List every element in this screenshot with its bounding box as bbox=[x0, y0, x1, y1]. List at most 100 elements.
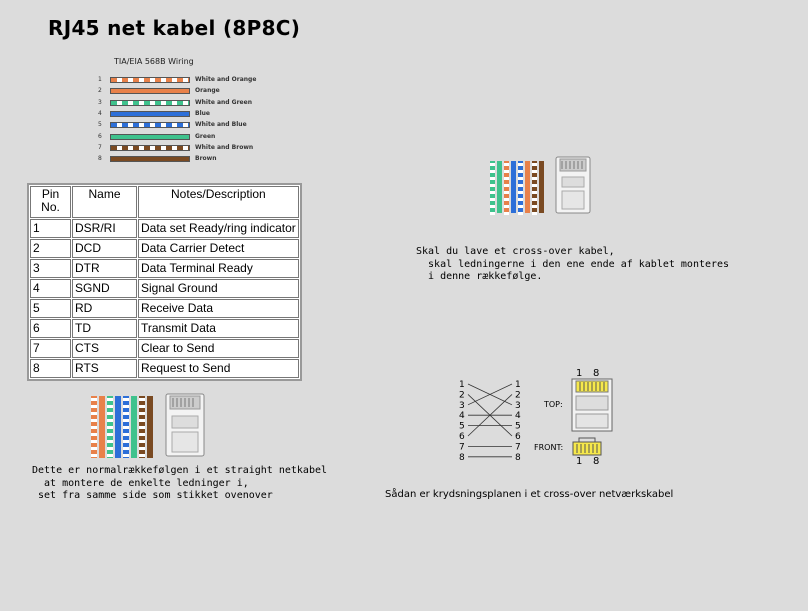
wire-stripe bbox=[532, 177, 537, 180]
wire-label: Green bbox=[195, 132, 216, 140]
wire-stripe bbox=[139, 433, 145, 436]
wire-stripe bbox=[532, 212, 537, 215]
header-name: Name bbox=[72, 186, 137, 218]
right-pin-label: 6 bbox=[515, 432, 521, 442]
name-cell: RD bbox=[72, 299, 137, 318]
wire-bar bbox=[110, 77, 190, 83]
wire-label: Blue bbox=[195, 109, 210, 117]
wire-stripe bbox=[518, 184, 523, 187]
wire-stripe bbox=[532, 163, 537, 166]
wire-bar bbox=[110, 99, 190, 106]
connector-wire bbox=[539, 161, 544, 213]
crossover-connector-image bbox=[490, 156, 591, 215]
notes-cell: Data set Ready/ring indicator bbox=[138, 219, 299, 238]
connector-wire bbox=[511, 161, 516, 213]
wire-stripe bbox=[504, 177, 509, 180]
top-label: TOP: bbox=[544, 400, 563, 409]
wire-stripe bbox=[91, 426, 97, 429]
connector-wire bbox=[99, 396, 105, 458]
wire-stripe bbox=[504, 191, 509, 194]
wire-stripe bbox=[139, 419, 145, 422]
wire-stripe bbox=[91, 405, 97, 408]
left-pin-label: 4 bbox=[459, 411, 465, 421]
wire-stripe bbox=[518, 191, 523, 194]
front-pin-first: 1 bbox=[576, 456, 583, 467]
wire-label: White and Green bbox=[195, 98, 252, 106]
wire-stripe bbox=[532, 170, 537, 173]
wire-stripe bbox=[504, 212, 509, 215]
left-pin-label: 6 bbox=[459, 432, 465, 442]
connector-wire bbox=[147, 396, 153, 458]
wire-stripe bbox=[490, 163, 495, 166]
notes-cell: Clear to Send bbox=[138, 339, 299, 358]
wire-stripe bbox=[107, 440, 113, 443]
wire-stripe bbox=[123, 433, 129, 436]
wire-stripe bbox=[139, 454, 145, 457]
right-pin-label: 5 bbox=[515, 422, 521, 432]
wire-stripe bbox=[532, 184, 537, 187]
wire-stripe bbox=[91, 447, 97, 450]
pin-cell: 3 bbox=[30, 259, 71, 278]
wire-number: 8 bbox=[98, 155, 102, 163]
wire-stripe bbox=[490, 198, 495, 201]
name-cell: DTR bbox=[72, 259, 137, 278]
wire-label: White and Orange bbox=[195, 76, 257, 83]
notes-cell: Signal Ground bbox=[138, 279, 299, 298]
wire-stripe bbox=[490, 177, 495, 180]
crossover-line bbox=[467, 394, 513, 437]
wire-stripe bbox=[107, 426, 113, 429]
notes-cell: Receive Data bbox=[138, 299, 299, 318]
wire-number: 6 bbox=[98, 132, 102, 140]
wire-label: Brown bbox=[195, 155, 217, 163]
left-pin-label: 2 bbox=[459, 390, 465, 400]
straight-connector-image bbox=[91, 393, 205, 458]
wire-number: 7 bbox=[98, 143, 102, 151]
right-pin-label: 2 bbox=[515, 390, 521, 400]
wire-stripe bbox=[107, 447, 113, 450]
wire-stripe bbox=[518, 163, 523, 166]
right-pin-label: 4 bbox=[515, 411, 521, 421]
wire-stripe bbox=[532, 205, 537, 208]
wire-stripe bbox=[504, 198, 509, 201]
right-pin-label: 1 bbox=[515, 380, 521, 390]
wire-stripe bbox=[490, 205, 495, 208]
connector-wire bbox=[115, 396, 121, 458]
right-pin-label: 8 bbox=[515, 453, 521, 463]
connector-wire bbox=[525, 161, 530, 213]
wire-stripe bbox=[123, 412, 129, 415]
page-title: RJ45 net kabel (8P8C) bbox=[48, 16, 301, 40]
wire-stripe bbox=[139, 447, 145, 450]
connector-wire bbox=[497, 161, 502, 213]
top-pin-first: 1 bbox=[576, 368, 583, 379]
wire-stripe bbox=[532, 198, 537, 201]
wire-number: 1 bbox=[98, 76, 102, 83]
straight-instructions: Dette er normalrækkefølgen i et straight… bbox=[32, 465, 328, 501]
wiring-title: TIA/EIA 568B Wiring bbox=[114, 57, 194, 66]
wire-stripe bbox=[107, 454, 113, 457]
front-label: FRONT: bbox=[534, 443, 564, 452]
wire-stripe bbox=[123, 426, 129, 429]
header-notes: Notes/Description bbox=[138, 186, 299, 218]
notes-cell: Data Carrier Detect bbox=[138, 239, 299, 258]
wire-label: White and Blue bbox=[195, 121, 247, 129]
pin-cell: 4 bbox=[30, 279, 71, 298]
name-cell: TD bbox=[72, 319, 137, 338]
wire-stripe bbox=[518, 170, 523, 173]
wire-label: Orange bbox=[195, 87, 220, 95]
wire-stripe bbox=[91, 398, 97, 401]
notes-cell: Transmit Data bbox=[138, 319, 299, 338]
left-pin-label: 1 bbox=[459, 380, 465, 390]
left-pin-label: 7 bbox=[459, 442, 465, 452]
wire-stripe bbox=[139, 412, 145, 415]
wire-stripe bbox=[139, 426, 145, 429]
wire-stripe bbox=[490, 191, 495, 194]
name-cell: SGND bbox=[72, 279, 137, 298]
wire-stripe bbox=[123, 447, 129, 450]
pin-cell: 8 bbox=[30, 359, 71, 378]
